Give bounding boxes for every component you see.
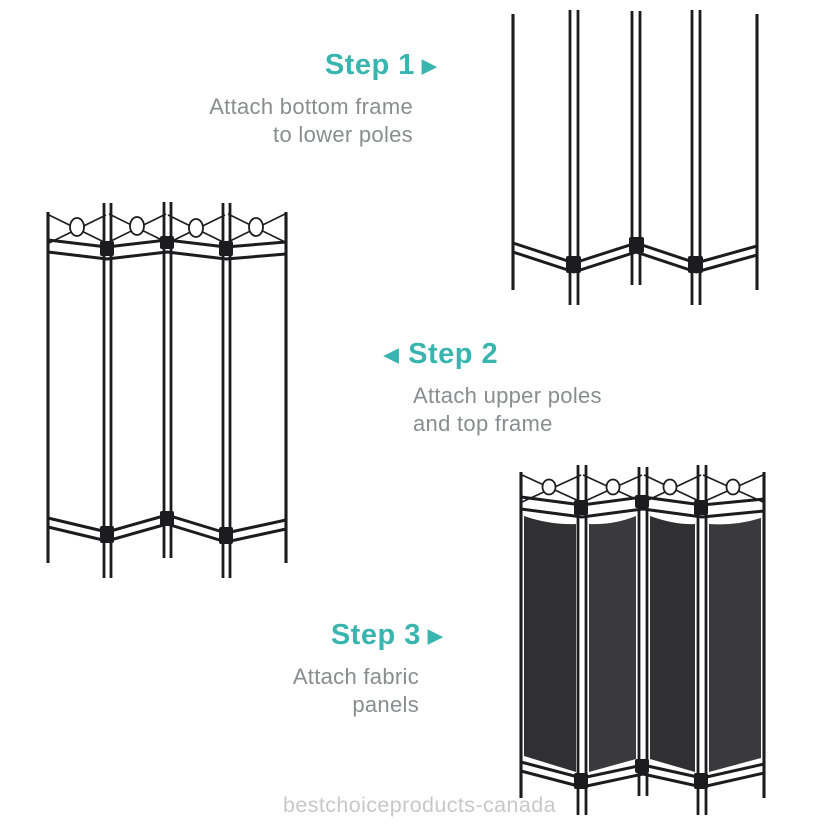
step2-poles (46, 202, 288, 578)
arrow-right-icon: ▶ (427, 626, 443, 647)
step2-heading: ◀ Step 2 (384, 339, 602, 373)
step3-heading: Step 3 ▶ (293, 620, 443, 654)
step1-description-line2: to lower poles (273, 121, 413, 147)
watermark: bestchoiceproducts-canada (283, 793, 556, 817)
fabric-panel-3 (650, 516, 695, 772)
step2-top-cross-decorations (48, 213, 286, 244)
step2-description-line2: and top frame (413, 410, 553, 436)
step1-lower-poles (511, 10, 759, 305)
step3-description-line1: Attach fabric (292, 664, 419, 689)
step2-label: Step 2 (408, 338, 499, 370)
arrow-left-icon: ◀ (384, 345, 400, 366)
step3-label: Step 3 (330, 619, 421, 651)
step2-text-block: ◀ Step 2 Attach upper poles and top frame (384, 339, 602, 437)
step3-poles (519, 465, 766, 815)
step1-bottom-frame-rails (512, 237, 758, 274)
arrow-right-icon: ▶ (421, 56, 437, 77)
step1-heading: Step 1 ▶ (209, 50, 437, 84)
step3-description: Attach fabric panels (293, 663, 419, 718)
step1-text-block: Step 1 ▶ Attach bottom frame to lower pol… (209, 50, 437, 148)
step3-description-line2: panels (352, 691, 419, 717)
step1-description: Attach bottom frame to lower poles (209, 93, 413, 148)
step1-frame-illustration (511, 10, 759, 305)
fabric-panel-1 (524, 516, 576, 772)
step3-top-frame-rails (520, 495, 765, 519)
fabric-panel-4 (709, 518, 761, 772)
step3-text-block: Step 3 ▶ Attach fabric panels (293, 620, 443, 718)
step2-description-line1: Attach upper poles (413, 383, 602, 408)
step2-bottom-frame-rails (47, 511, 287, 544)
step3-assembled-divider-illustration (519, 465, 766, 815)
step2-description: Attach upper poles and top frame (413, 382, 602, 437)
step2-top-frame-rails (47, 236, 287, 261)
step2-frame-illustration (46, 202, 288, 578)
step1-description-line1: Attach bottom frame (209, 94, 413, 119)
fabric-panel-2 (589, 516, 636, 772)
step1-label: Step 1 (324, 49, 415, 81)
step3-fabric-panels (524, 516, 761, 772)
